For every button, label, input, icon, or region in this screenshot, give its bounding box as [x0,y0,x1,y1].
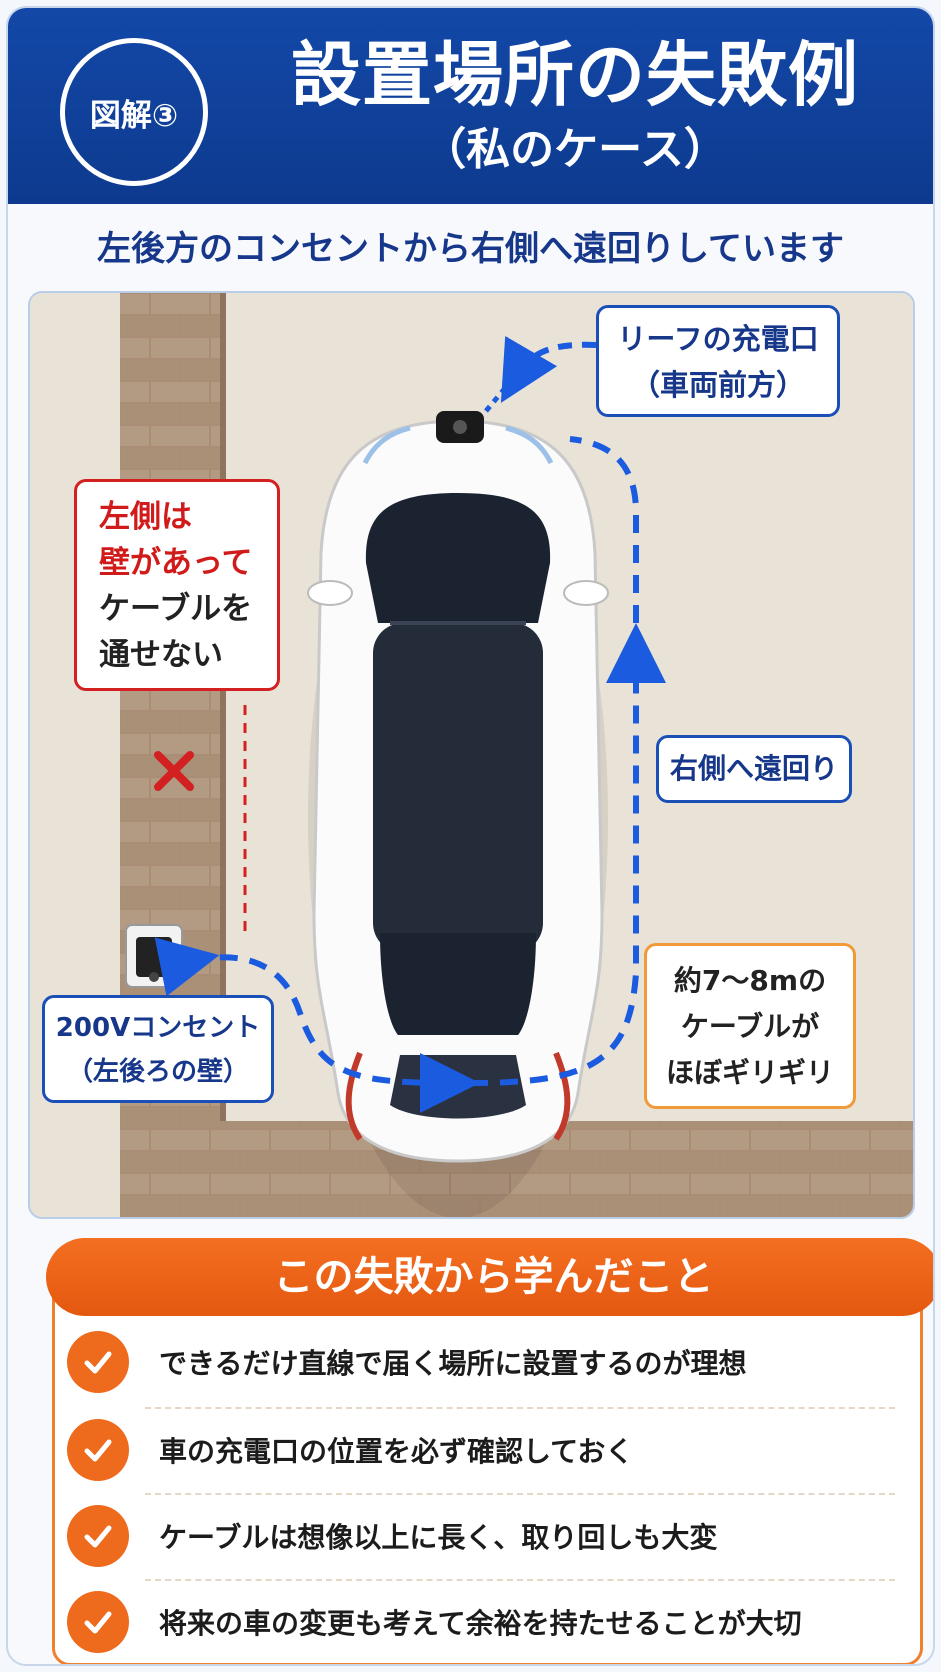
lesson-text: 将来の車の変更も考えて余裕を持たせることが大切 [159,1607,802,1640]
detour-path [154,937,480,1113]
page-subtitle: （私のケース） [422,124,728,175]
lesson-text: 車の充電口の位置を必ず確認しておく [159,1435,634,1468]
detour-label: 右側へ遠回り [656,735,852,803]
check-icon [67,1419,129,1481]
list-item: 将来の車の変更も考えて余裕を持たせることが大切 [55,1581,920,1663]
outlet-icon [125,924,183,988]
page-title: 設置場所の失敗例 [291,34,859,116]
outlet-callout: 200Vコンセント （左後ろの壁） [42,995,274,1103]
list-item: ケーブルは想像以上に長く、取り回しも大変 [55,1495,920,1577]
check-icon [67,1591,129,1653]
list-item: 車の充電口の位置を必ず確認しておく [55,1409,920,1491]
parking-diagram: リーフの充電口 （車両前方） 左側は 壁があって ケーブルを 通せない 右側へ遠… [28,291,915,1219]
infographic-card: 図解③ 設置場所の失敗例 （私のケース） 左後方のコンセントから右側へ遠回りして… [6,6,935,1666]
cross-icon [154,751,194,791]
header: 図解③ 設置場所の失敗例 （私のケース） [8,8,933,204]
car-icon [307,411,609,1217]
lesson-text: ケーブルは想像以上に長く、取り回しも大変 [159,1521,718,1554]
figure-badge: 図解③ [60,38,208,186]
lessons-box: できるだけ直線で届く場所に設置するのが理想 車の充電口の位置を必ず確認しておく … [52,1276,923,1664]
charge-port-callout: リーフの充電口 （車両前方） [596,305,840,417]
cable-length-callout: 約7〜8mの ケーブルが ほぼギリギリ [644,943,856,1109]
wall-warning-callout: 左側は 壁があって ケーブルを 通せない [74,479,280,691]
diagram-caption: 左後方のコンセントから右側へ遠回りしています [97,229,844,269]
list-item: できるだけ直線で届く場所に設置するのが理想 [55,1321,920,1403]
check-icon [67,1505,129,1567]
lesson-text: できるだけ直線で届く場所に設置するのが理想 [159,1347,747,1380]
check-icon [67,1331,129,1393]
lessons-title: この失敗から学んだこと [46,1238,933,1316]
